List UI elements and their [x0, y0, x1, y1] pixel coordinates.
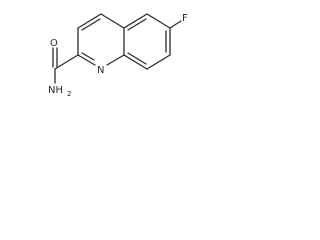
c-f-bond	[169, 20, 182, 29]
benzo-ring	[123, 13, 171, 70]
amide-nitrogen-atom-label: NH	[48, 85, 63, 96]
oxygen-atom-label: O	[50, 38, 58, 49]
bond	[106, 54, 125, 66]
bond	[81, 18, 101, 31]
bond	[123, 13, 148, 29]
pyridine-ring	[77, 13, 125, 66]
carbonyl-attach-bond	[54, 54, 79, 70]
bond	[146, 54, 171, 70]
fluorine-atom-label: F	[182, 13, 188, 24]
bond	[123, 54, 148, 70]
bond	[81, 52, 95, 61]
molecule-structure: F O N NH 2	[48, 13, 188, 98]
bond	[127, 52, 147, 65]
bond	[77, 54, 96, 66]
bond	[146, 13, 171, 29]
ring-nitrogen-atom-label: N	[97, 65, 104, 76]
bond	[100, 13, 125, 29]
bond	[77, 13, 102, 29]
bond	[127, 18, 147, 31]
amide-nitrogen-subscript: 2	[67, 90, 71, 98]
